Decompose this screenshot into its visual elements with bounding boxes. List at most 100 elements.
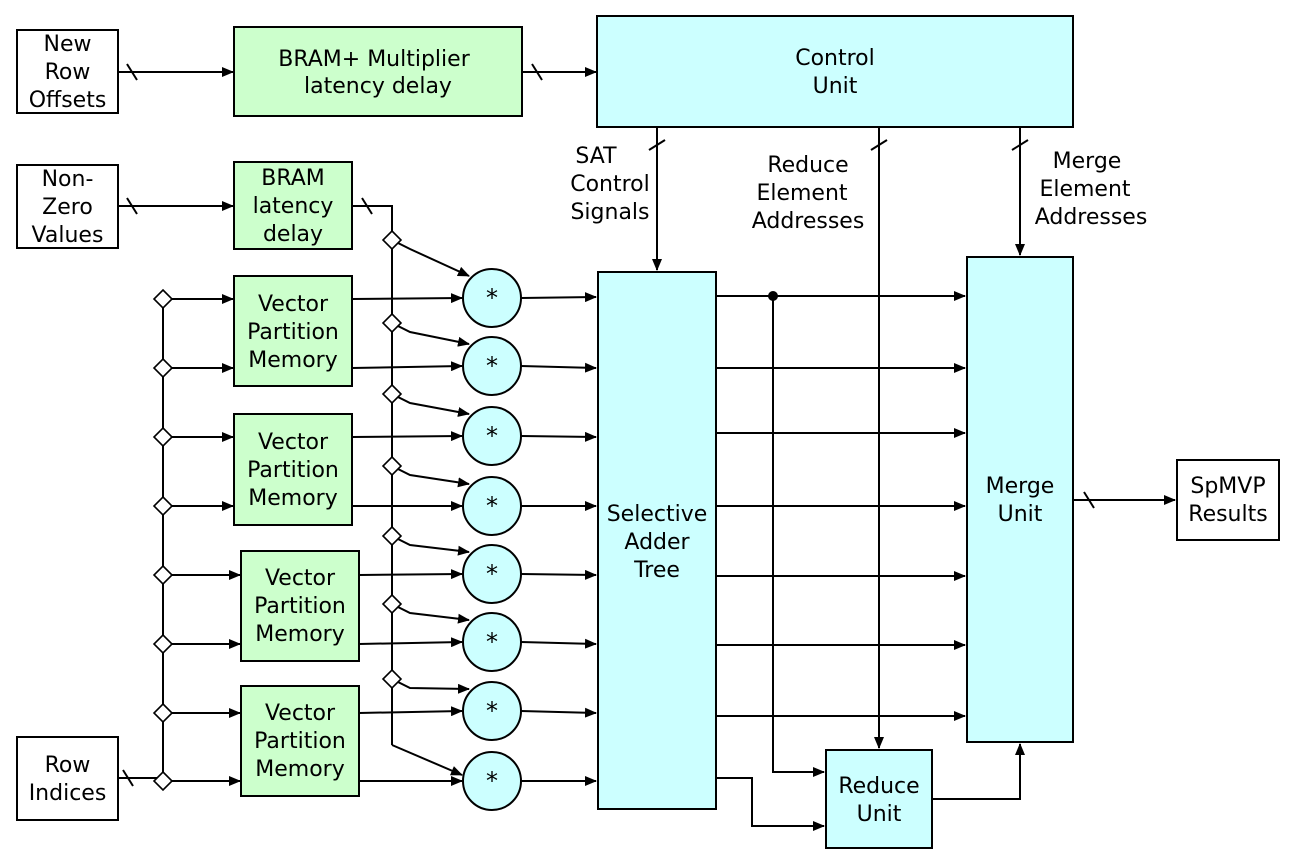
bus-tap-diamond	[152, 288, 174, 310]
tap-to-reduce-wire	[772, 296, 825, 777]
bram-latency-delay-line-1: BRAM	[261, 166, 325, 191]
vpm-2-line-2: Partition	[247, 458, 339, 483]
multiplier-to-adder-wire	[520, 569, 597, 580]
non-zero-values-input: Non- Zero Values	[16, 164, 119, 249]
multiplier-lanes: ********	[152, 229, 966, 811]
bus-tap-diamond	[152, 633, 174, 655]
bus-tick	[126, 197, 138, 215]
vpm-2-line-3: Memory	[248, 486, 337, 511]
bus-tick	[1011, 139, 1029, 151]
multiplier-to-adder-wire	[520, 362, 597, 373]
sat-label-line-3: Signals	[570, 200, 649, 225]
bus-tick	[361, 197, 373, 215]
vpm-3-line-2: Partition	[254, 594, 346, 619]
value-to-multiplier-wire	[391, 603, 470, 624]
bus-tap-diamond	[152, 770, 174, 792]
bram-latency-delay-block: BRAM latency delay	[233, 161, 353, 250]
reduce-to-merge-wire	[932, 743, 1025, 800]
new-row-offsets-line-1: New	[44, 32, 92, 57]
row-indices-input: Row Indices	[16, 736, 119, 821]
sat-label-line-2: Control	[570, 172, 650, 197]
vpm-3-line-3: Memory	[255, 622, 344, 647]
bus-tap-diamond	[381, 229, 403, 251]
reduce-unit-line-1: Reduce	[838, 774, 919, 799]
multiplier-to-adder-wire	[520, 638, 597, 649]
reduce-unit-block: Reduce Unit	[825, 749, 933, 849]
non-zero-values-line-3: Values	[32, 223, 104, 248]
reduce-addr-line-3: Addresses	[752, 209, 865, 234]
adder-tree-line-1: Selective	[607, 502, 708, 527]
spmvp-results-line-2: Results	[1188, 502, 1267, 527]
vpm-4-line-3: Memory	[255, 757, 344, 782]
reduce-addr-line-1: Reduce	[767, 153, 848, 178]
non-zero-values-line-2: Zero	[42, 195, 93, 220]
bus-tap-diamond	[152, 702, 174, 724]
vpm-1-line-1: Vector	[258, 292, 329, 317]
new-row-offsets-line-2: Row	[45, 60, 91, 85]
merge-addr-line-3: Addresses	[1035, 205, 1148, 230]
multiplier-to-adder-wire	[520, 431, 597, 442]
reduce-addr-line-2: Element	[756, 181, 847, 206]
bram-latency-delay-line-2: latency	[253, 194, 334, 219]
merge-element-addresses-label: Merge Element Addresses	[1035, 149, 1148, 230]
multiplier-symbol: *	[486, 767, 498, 795]
sat-label-line-1: SAT	[575, 144, 617, 169]
vpm-2-line-1: Vector	[258, 430, 329, 455]
value-to-multiplier-wire	[391, 535, 470, 556]
spmvp-results-output: SpMVP Results	[1176, 459, 1280, 541]
control-unit-line-2: Unit	[813, 74, 858, 99]
merge-unit-line-1: Merge	[986, 474, 1055, 499]
vpm-1-line-2: Partition	[247, 320, 339, 345]
multiplier-symbol: *	[486, 697, 498, 725]
value-to-multiplier-wire	[391, 744, 463, 776]
adder-tree-line-3: Tree	[633, 558, 680, 583]
bus-tap-diamond	[152, 495, 174, 517]
spmvp-results-line-1: SpMVP	[1190, 474, 1265, 499]
control-unit-line-1: Control	[795, 46, 875, 71]
bus-tick	[122, 769, 134, 787]
vpm-to-multiplier-wire	[358, 569, 463, 580]
bus-tick	[1083, 491, 1095, 509]
reduce-unit-line-2: Unit	[857, 802, 902, 827]
bus-tick	[870, 139, 888, 151]
multiplier-symbol: *	[486, 284, 498, 312]
new-row-offsets-line-3: Offsets	[29, 88, 107, 113]
bus-tap-diamond	[152, 564, 174, 586]
value-to-multiplier-wire	[391, 465, 470, 488]
vpm-to-multiplier-wire	[351, 293, 463, 304]
vector-partition-memory-2: Vector Partition Memory	[233, 413, 353, 526]
multiplier-symbol: *	[486, 422, 498, 450]
vector-partition-memory-4: Vector Partition Memory	[240, 685, 360, 797]
bus-tap-diamond	[152, 357, 174, 379]
value-to-multiplier-wire	[391, 239, 470, 277]
vpm-to-multiplier-wire	[351, 431, 463, 442]
bus-tick	[648, 139, 666, 151]
bram-latency-delay-line-3: delay	[263, 222, 323, 247]
bus-tap-diamond	[381, 593, 403, 615]
bus-tap-diamond	[381, 312, 403, 334]
new-row-offsets-input: New Row Offsets	[16, 29, 119, 114]
vpm-to-multiplier-wire	[351, 361, 463, 372]
bram-multiplier-latency-delay-block: BRAM+ Multiplier latency delay	[233, 26, 523, 117]
vpm-4-line-2: Partition	[254, 729, 346, 754]
multiplier-symbol: *	[486, 352, 498, 380]
merge-addr-line-2: Element	[1039, 177, 1130, 202]
bus-tick	[126, 63, 138, 81]
vector-partition-memory-1: Vector Partition Memory	[233, 275, 353, 387]
multiplier-to-adder-wire	[520, 707, 597, 718]
control-unit-block: Control Unit	[596, 15, 1074, 128]
non-zero-values-line-1: Non-	[42, 167, 94, 192]
reduce-element-addresses-label: Reduce Element Addresses	[752, 153, 865, 234]
value-to-multiplier-wire	[391, 678, 470, 694]
row-indices-line-2: Indices	[29, 781, 107, 806]
row-indices-line-1: Row	[45, 753, 91, 778]
vector-partition-memory-3: Vector Partition Memory	[240, 550, 360, 662]
adder-to-reduce-wire	[716, 777, 825, 831]
merge-addr-line-1: Merge	[1053, 149, 1122, 174]
vpm-to-multiplier-wire	[358, 706, 463, 717]
selective-adder-tree-block: Selective Adder Tree	[597, 271, 717, 810]
value-to-multiplier-wire	[391, 322, 470, 347]
sat-control-signals-label: SAT Control Signals	[570, 144, 650, 225]
vpm-to-multiplier-wire	[358, 637, 463, 648]
